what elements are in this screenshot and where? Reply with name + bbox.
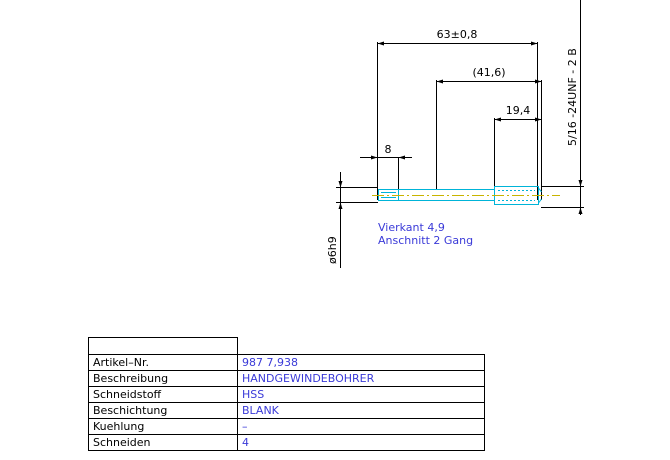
- note-chamfer: Anschnitt 2 Gang: [378, 234, 473, 247]
- dim-label-shank-length: (41,6): [472, 66, 505, 79]
- row-label-cutting-material: Schneidstoff: [88, 386, 238, 403]
- arrowhead: [578, 180, 583, 187]
- row-value-flutes: 4: [237, 434, 485, 451]
- dim-label-thread-spec: 5/16 -24UNF - 2 B: [566, 48, 579, 146]
- arrowhead: [578, 207, 583, 214]
- arrowhead: [377, 41, 384, 46]
- arrowhead: [531, 41, 538, 46]
- arrowhead: [338, 202, 343, 209]
- note-square: Vierkant 4,9: [378, 221, 445, 234]
- row-label-cooling: Kuehlung: [88, 418, 238, 435]
- row-value-coating: BLANK: [237, 402, 485, 419]
- table-row: Artikel–Nr. 987 7,938: [88, 354, 485, 371]
- row-label-article-number: Artikel–Nr.: [88, 354, 238, 371]
- table-row: Beschichtung BLANK: [88, 402, 485, 419]
- row-value-cooling: –: [237, 418, 485, 435]
- row-value-description: HANDGEWINDEBOHRER: [237, 370, 485, 387]
- dim-label-square-length: 8: [385, 143, 392, 156]
- arrowhead: [535, 79, 542, 84]
- arrowhead: [436, 79, 443, 84]
- arrowhead: [338, 181, 343, 188]
- arrowhead: [494, 117, 501, 122]
- row-label-flutes: Schneiden: [88, 434, 238, 451]
- table-header-box: [88, 337, 238, 354]
- spec-table: Artikel–Nr. 987 7,938 Beschreibung HANDG…: [88, 354, 485, 451]
- dim-label-thread-length: 19,4: [506, 104, 531, 117]
- dim-label-overall-length: 63±0,8: [437, 28, 478, 41]
- arrowhead: [398, 155, 405, 160]
- dim-label-shank-diameter: ø6h9: [326, 236, 339, 264]
- table-row: Beschreibung HANDGEWINDEBOHRER: [88, 370, 485, 387]
- row-value-article-number: 987 7,938: [237, 354, 485, 371]
- row-value-cutting-material: HSS: [237, 386, 485, 403]
- arrowhead: [535, 117, 542, 122]
- table-row: Schneidstoff HSS: [88, 386, 485, 403]
- row-label-coating: Beschichtung: [88, 402, 238, 419]
- table-row: Kuehlung –: [88, 418, 485, 435]
- table-row: Schneiden 4: [88, 434, 485, 451]
- arrowhead: [371, 155, 378, 160]
- row-label-description: Beschreibung: [88, 370, 238, 387]
